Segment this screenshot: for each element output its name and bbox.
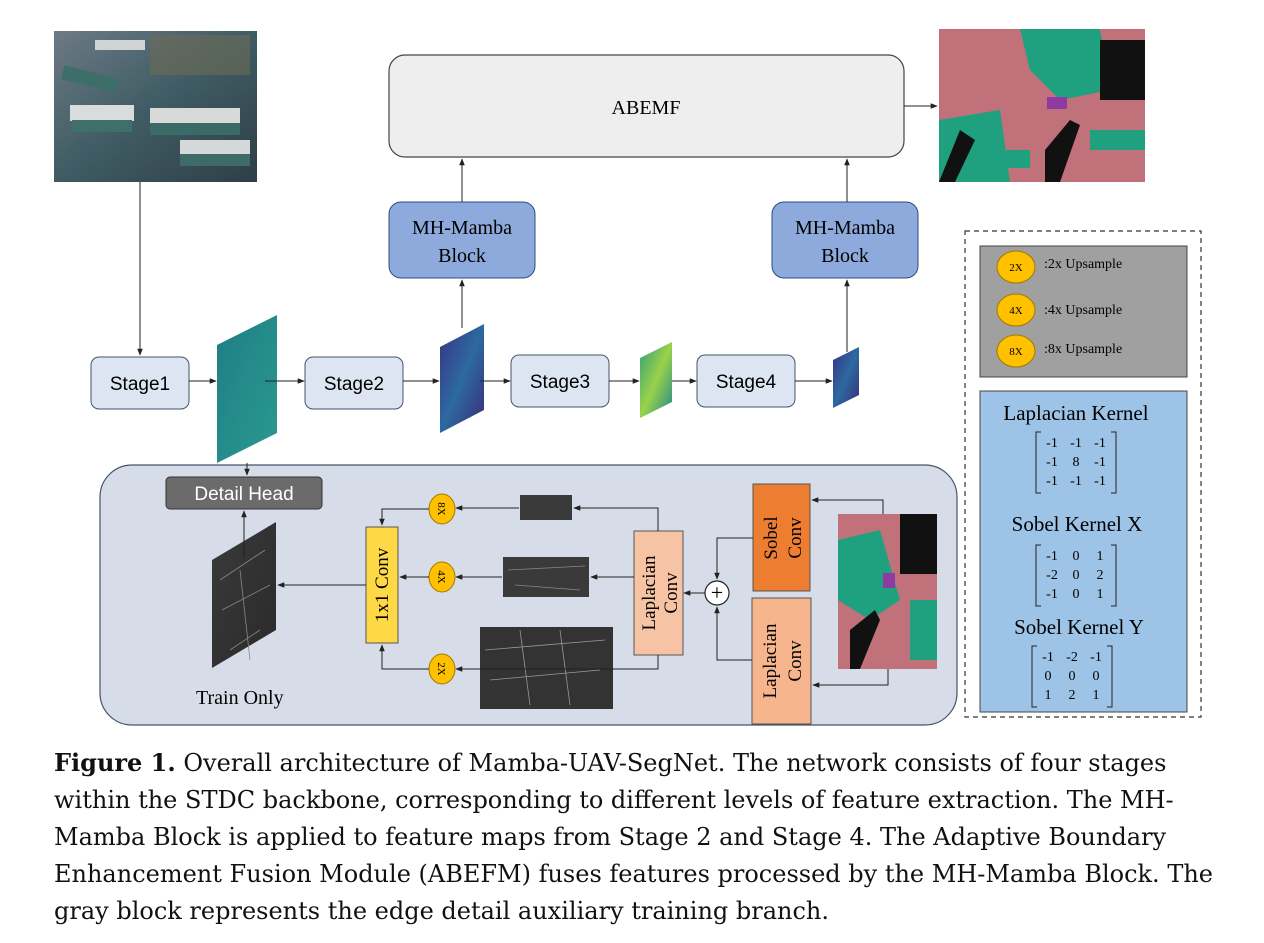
- edge-map-large: [480, 627, 613, 709]
- conv-1x1-label: 1x1 Conv: [372, 547, 393, 622]
- laplacian-matrix-brackets: [1035, 431, 1117, 494]
- sobel-x-matrix-cell: 1: [1097, 549, 1104, 564]
- sobel-y-matrix-cell: -1: [1042, 650, 1054, 665]
- feature-map-stage2: [440, 324, 484, 433]
- sum-operator-symbol: +: [711, 580, 723, 605]
- sobel-x-matrix-cell: -1: [1046, 549, 1058, 564]
- detail-head-box: [165, 476, 323, 510]
- feature-map-stage4: [833, 347, 859, 408]
- ground-truth-segmentation: [838, 514, 937, 669]
- laplacian-matrix-cell: -1: [1046, 436, 1058, 451]
- sobel-x-matrix-cell: -1: [1046, 587, 1058, 602]
- figure-caption: Figure 1. Overall architecture of Mamba-…: [54, 744, 1234, 930]
- mh-mamba-block-right: [771, 201, 919, 279]
- sobel-conv-box: [752, 483, 811, 592]
- stage1-label: Stage1: [110, 374, 170, 395]
- laplacian-matrix-cell: -1: [1094, 455, 1106, 470]
- legend-4x-item: 4X :4x Upsample: [996, 293, 1122, 327]
- stage2-box: [304, 356, 404, 410]
- feature-map-stage3: [640, 342, 672, 418]
- laplacian-conv-outer: [751, 597, 812, 725]
- laplacian-conv-outer-line2: Conv: [785, 640, 806, 682]
- legend-2x-item: 2X :2x Upsample: [996, 250, 1122, 284]
- laplacian-conv-inner: [633, 530, 684, 656]
- sobel-y-matrix-cell: 2: [1069, 688, 1076, 703]
- mh-mamba-left-line1: MH-Mamba: [412, 217, 512, 239]
- sobel-y-matrix-cell: -2: [1066, 650, 1078, 665]
- sobel-y-matrix-cell: 0: [1045, 669, 1052, 684]
- svg-text:8X: 8X: [1009, 346, 1023, 358]
- svg-text:8X: 8X: [435, 502, 447, 516]
- laplacian-matrix-cell: -1: [1046, 455, 1058, 470]
- sobel-x-matrix-cell: 1: [1097, 587, 1104, 602]
- laplacian-conv-outer-line1: Laplacian: [760, 623, 781, 698]
- sobel-y-matrix-cell: 0: [1069, 669, 1076, 684]
- stage4-label: Stage4: [716, 372, 777, 393]
- sobel-x-matrix-cell: -2: [1046, 568, 1058, 583]
- laplacian-matrix-cell: 8: [1073, 455, 1080, 470]
- svg-text::2x Upsample: :2x Upsample: [1044, 257, 1122, 272]
- sobel-y-matrix-brackets: [1031, 645, 1113, 708]
- sobel-y-matrix: -1 -2 -1 0 0 0 1 2 1: [1031, 645, 1113, 708]
- sobel-x-matrix-cell: 0: [1073, 568, 1080, 583]
- laplacian-conv-inner-line1: Laplacian: [639, 555, 660, 630]
- legend-8x-item: 8X :8x Upsample: [996, 334, 1122, 368]
- legend-kernel-box: [979, 390, 1188, 713]
- caption-text: Overall architecture of Mamba-UAV-SegNet…: [54, 749, 1213, 925]
- upsample-badge-2x: 2X: [428, 653, 456, 685]
- svg-text::8x Upsample: :8x Upsample: [1044, 342, 1122, 357]
- edge-map-small: [520, 495, 572, 520]
- laplacian-conv-inner-line2: Conv: [661, 572, 682, 614]
- abemf-label: ABEMF: [612, 97, 681, 119]
- svg-text::4x Upsample: :4x Upsample: [1044, 303, 1122, 318]
- mh-mamba-left-line2: Block: [438, 245, 486, 267]
- sobel-conv-line1: Sobel: [761, 516, 782, 559]
- laplacian-matrix-cell: -1: [1070, 436, 1082, 451]
- architecture-diagram: ABEMF MH-Mamba Block MH-Mamba Block Stag…: [54, 29, 1202, 726]
- laplacian-kernel-title: Laplacian Kernel: [1003, 401, 1148, 425]
- laplacian-matrix-cell: -1: [1070, 474, 1082, 489]
- train-only-label: Train Only: [196, 687, 284, 709]
- svg-text:4X: 4X: [1009, 305, 1023, 317]
- sobel-conv-line2: Conv: [785, 517, 806, 559]
- caption-label: Figure 1.: [54, 748, 176, 777]
- sobel-x-matrix-cell: 2: [1097, 568, 1104, 583]
- stage1-box: [90, 356, 190, 410]
- stage3-label: Stage3: [530, 372, 590, 393]
- laplacian-matrix-cell: -1: [1094, 436, 1106, 451]
- upsample-badge-8x: 8X: [428, 493, 456, 525]
- sobel-y-title: Sobel Kernel Y: [1014, 615, 1144, 639]
- sobel-x-matrix: -1 0 1 -2 0 2 -1 0 1: [1035, 544, 1117, 607]
- sobel-y-matrix-cell: 0: [1093, 669, 1100, 684]
- svg-text:2X: 2X: [435, 662, 447, 676]
- edge-map-medium: [503, 557, 589, 597]
- edge-map-output: [212, 522, 276, 668]
- connection-arrows: [137, 103, 938, 688]
- mh-mamba-right-line2: Block: [821, 245, 869, 267]
- sobel-y-matrix-cell: -1: [1090, 650, 1102, 665]
- feature-map-stage1: [217, 315, 277, 463]
- sobel-y-matrix-cell: 1: [1093, 688, 1100, 703]
- sobel-x-matrix-brackets: [1035, 544, 1117, 607]
- mh-mamba-right-line1: MH-Mamba: [795, 217, 895, 239]
- svg-text:2X: 2X: [1009, 262, 1023, 274]
- svg-text:4X: 4X: [435, 570, 447, 584]
- stage2-label: Stage2: [324, 374, 384, 395]
- sobel-x-title: Sobel Kernel X: [1012, 512, 1143, 536]
- laplacian-matrix: -1 -1 -1 -1 8 -1 -1 -1 -1: [1035, 431, 1117, 494]
- input-aerial-image: [54, 31, 257, 182]
- sobel-x-matrix-cell: 0: [1073, 549, 1080, 564]
- upsample-badge-4x: 4X: [428, 561, 456, 593]
- laplacian-matrix-cell: -1: [1046, 474, 1058, 489]
- sobel-x-matrix-cell: 0: [1073, 587, 1080, 602]
- sobel-y-matrix-cell: 1: [1045, 688, 1052, 703]
- laplacian-matrix-cell: -1: [1094, 474, 1106, 489]
- output-segmentation-image: [939, 29, 1145, 182]
- detail-head-label: Detail Head: [194, 484, 293, 505]
